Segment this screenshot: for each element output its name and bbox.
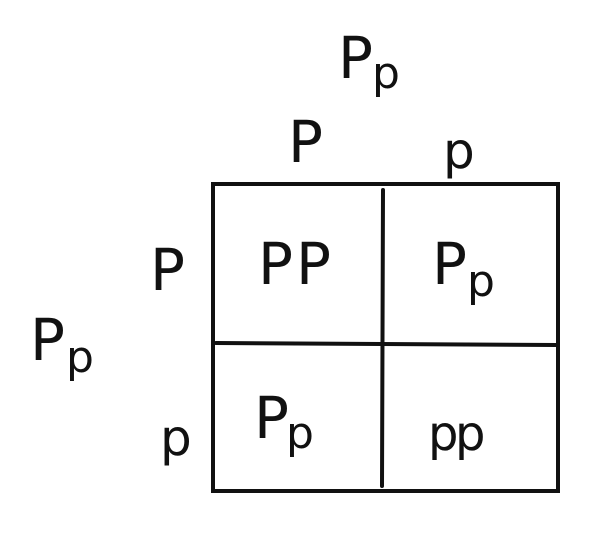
cell-allele-2: P: [296, 230, 331, 298]
parent-genotype-left: P p: [30, 306, 94, 383]
grid-border: [211, 182, 560, 493]
column-header-2: p: [443, 122, 475, 180]
parent-left-allele-1: P: [30, 306, 65, 374]
parent-top-allele-2: p: [372, 48, 400, 99]
parent-genotype-top: P p: [338, 24, 400, 99]
grid-vertical-divider: [380, 188, 385, 488]
cell-allele-2: p: [455, 406, 485, 462]
parent-top-allele-1: P: [338, 24, 373, 92]
cell-allele-1: p: [428, 406, 458, 462]
cell-allele-2: p: [467, 256, 495, 307]
cell-r2-c2: p p: [428, 406, 485, 462]
cell-allele-1: P: [432, 230, 467, 298]
cell-r1-c2: P p: [432, 230, 495, 307]
cell-r2-c1: P p: [254, 384, 314, 459]
cell-allele-2: p: [286, 408, 314, 459]
cell-allele-1: P: [254, 384, 289, 452]
row-header-2: p: [160, 409, 192, 467]
cell-r1-c1: P P: [258, 230, 331, 298]
parent-left-allele-2: p: [66, 332, 94, 383]
grid-horizontal-divider: [214, 341, 558, 347]
punnett-grid: [211, 182, 560, 493]
row-header-1: P: [150, 236, 185, 304]
cell-allele-1: P: [258, 230, 293, 298]
column-header-1: P: [288, 108, 323, 176]
